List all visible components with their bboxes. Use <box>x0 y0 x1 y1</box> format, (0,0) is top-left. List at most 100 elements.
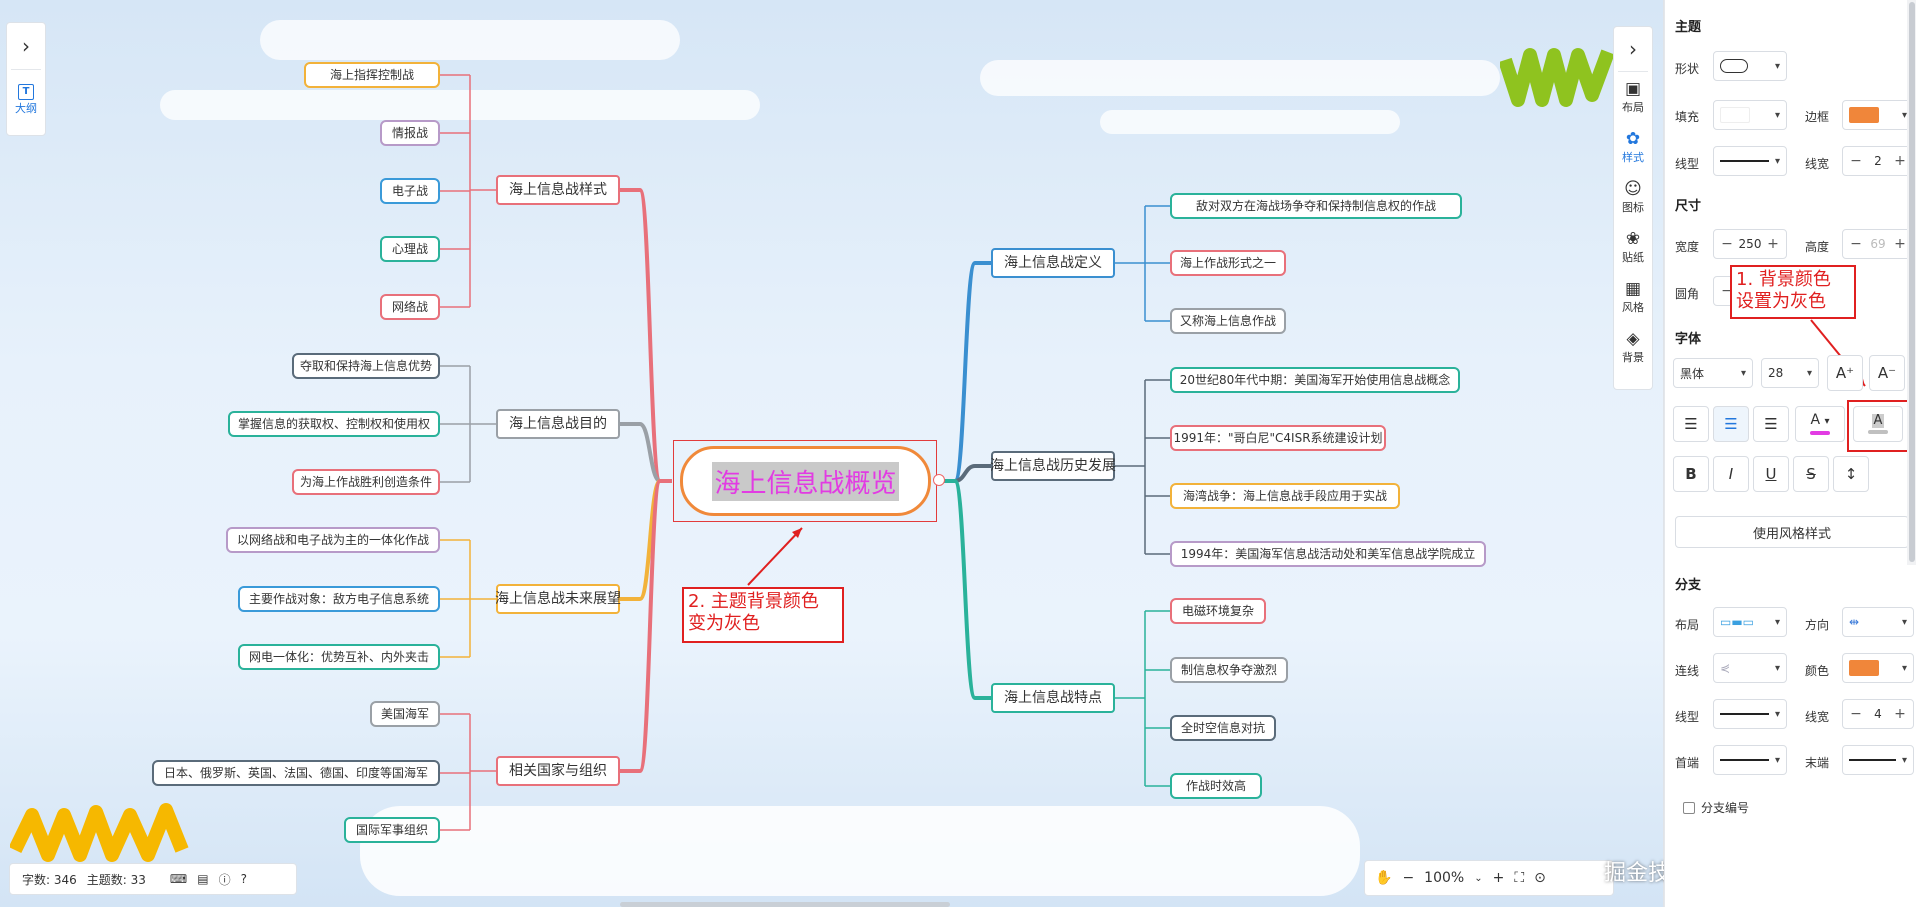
subtopic-right[interactable]: 海湾战争：海上信息战手段应用于实战 <box>1170 483 1400 509</box>
subtopic-right[interactable]: 又称海上信息作战 <box>1170 308 1286 334</box>
plus-icon[interactable]: + <box>1894 153 1906 169</box>
subtopic-left[interactable]: 夺取和保持海上信息优势 <box>292 353 440 379</box>
subtopic-right[interactable]: 敌对双方在海战场争夺和保持制信息权的作战 <box>1170 193 1462 219</box>
subtopic-right[interactable]: 全时空信息对抗 <box>1170 715 1276 741</box>
mindmap-canvas[interactable]: 海上信息战样式 海上指挥控制战情报战电子战心理战网络战海上信息战目的 夺取和保持海上… <box>0 0 1664 907</box>
branch-topic-left[interactable]: 海上信息战目的 <box>496 409 620 439</box>
sort-button[interactable]: ↕ <box>1833 456 1869 492</box>
toolbar-background[interactable]: ◈背景 <box>1614 322 1652 372</box>
subtopic-right[interactable]: 20世纪80年代中期：美国海军开始使用信息战概念 <box>1170 367 1460 393</box>
line-type-select[interactable]: ▾ <box>1713 146 1787 176</box>
subtopic-right[interactable]: 作战时效高 <box>1170 773 1262 799</box>
help-icon[interactable]: ? <box>240 872 247 886</box>
italic-button[interactable]: I <box>1713 456 1749 492</box>
branch-color-select[interactable]: ▾ <box>1842 653 1914 683</box>
align-left-button[interactable]: ☰ <box>1673 406 1709 442</box>
strikethrough-button[interactable]: S <box>1793 456 1829 492</box>
head-select[interactable]: ▾ <box>1713 745 1787 775</box>
plus-icon[interactable]: + <box>1767 236 1779 252</box>
font-grow-button[interactable]: A⁺ <box>1827 355 1863 391</box>
direction-select[interactable]: ⇹▾ <box>1842 607 1914 637</box>
align-right-button[interactable]: ☰ <box>1753 406 1789 442</box>
toolbar-style[interactable]: ✿样式 <box>1614 122 1652 172</box>
branch-layout-select[interactable]: ▭▬▭▾ <box>1713 607 1787 637</box>
subtopic-left[interactable]: 日本、俄罗斯、英国、法国、德国、印度等国海军 <box>152 760 440 786</box>
branch-topic-left[interactable]: 海上信息战样式 <box>496 175 620 205</box>
locate-icon[interactable]: ⊙ <box>1534 870 1546 886</box>
collapse-toggle[interactable] <box>933 474 945 486</box>
toolbar-theme[interactable]: ▦风格 <box>1614 272 1652 322</box>
info-icon[interactable]: ⓘ <box>218 872 231 887</box>
subtopic-left[interactable]: 情报战 <box>380 120 440 146</box>
checkbox-box[interactable] <box>1683 801 1695 814</box>
toolbar-sticker[interactable]: ❀贴纸 <box>1614 222 1652 272</box>
width-value[interactable]: 250 <box>1738 237 1762 251</box>
horizontal-scrollbar[interactable] <box>620 902 950 907</box>
font-size-select[interactable]: 28▾ <box>1761 358 1819 388</box>
subtopic-left[interactable]: 海上指挥控制战 <box>304 62 440 88</box>
branch-topic-right[interactable]: 海上信息战历史发展 <box>990 451 1116 481</box>
expand-left-button[interactable]: › <box>22 34 30 58</box>
subtopic-right[interactable]: 电磁环境复杂 <box>1170 598 1266 624</box>
toolbar-layout[interactable]: ▣布局 <box>1614 72 1652 122</box>
subtopic-left[interactable]: 国际军事组织 <box>344 817 440 843</box>
branch-topic-left[interactable]: 海上信息战未来展望 <box>495 584 621 614</box>
branch-topic-right[interactable]: 海上信息战定义 <box>991 248 1115 278</box>
border-color-select[interactable]: ▾ <box>1842 100 1914 130</box>
minus-icon[interactable]: − <box>1850 153 1862 169</box>
collapse-right-button[interactable]: › <box>1629 37 1637 61</box>
bold-button[interactable]: B <box>1673 456 1709 492</box>
outline-button[interactable]: T 大纲 <box>7 70 45 130</box>
subtopic-left[interactable]: 网络战 <box>380 294 440 320</box>
plus-icon[interactable]: + <box>1894 236 1906 252</box>
subtopic-right[interactable]: 1994年：美国海军信息战活动处和美军信息战学院成立 <box>1170 541 1486 567</box>
underline-button[interactable]: U <box>1753 456 1789 492</box>
link-style-select[interactable]: ⋞▾ <box>1713 653 1787 683</box>
align-center-button[interactable]: ☰ <box>1713 406 1749 442</box>
subtopic-left[interactable]: 美国海军 <box>370 701 440 727</box>
minus-icon[interactable]: − <box>1721 283 1733 299</box>
subtopic-right[interactable]: 海上作战形式之一 <box>1170 250 1286 276</box>
branch-topic-left[interactable]: 相关国家与组织 <box>496 756 620 786</box>
zoom-in-button[interactable]: + <box>1492 870 1505 886</box>
font-shrink-button[interactable]: A⁻ <box>1869 355 1905 391</box>
subtopic-left[interactable]: 网电一体化：优势互补、内外夹击 <box>238 644 440 670</box>
font-family-select[interactable]: 黑体▾ <box>1673 358 1753 388</box>
minus-icon[interactable]: − <box>1850 706 1862 722</box>
fit-icon[interactable]: ⛶ <box>1514 870 1525 886</box>
plus-icon[interactable]: + <box>1894 706 1906 722</box>
subtopic-left[interactable]: 电子战 <box>380 178 440 204</box>
use-theme-style-button[interactable]: 使用风格样式 <box>1675 516 1909 548</box>
subtopic-left[interactable]: 掌握信息的获取权、控制权和使用权 <box>228 411 440 437</box>
subtopic-left[interactable]: 为海上作战胜利创造条件 <box>292 469 440 495</box>
minimap-icon[interactable]: ▤ <box>197 872 209 886</box>
minus-icon[interactable]: − <box>1721 236 1733 252</box>
chevron-down-icon[interactable]: ⌄ <box>1474 872 1483 884</box>
keyboard-icon[interactable]: ⌨ <box>169 872 188 886</box>
zoom-value[interactable]: 100% <box>1424 870 1465 886</box>
panel-scrollbar[interactable] <box>1907 0 1916 565</box>
zoom-out-button[interactable]: − <box>1402 870 1415 886</box>
text-color-button[interactable]: A ▾ <box>1795 406 1845 442</box>
subtopic-left[interactable]: 以网络战和电子战为主的一体化作战 <box>226 527 440 553</box>
shape-select[interactable]: ▾ <box>1713 51 1787 81</box>
branch-numbering-checkbox[interactable]: 分支编号 <box>1683 799 1749 816</box>
subtopic-right[interactable]: 1991年："哥白尼"C4ISR系统建设计划 <box>1170 425 1386 451</box>
fill-color-select[interactable]: ▾ <box>1713 100 1787 130</box>
branch-topic-right[interactable]: 海上信息战特点 <box>991 683 1115 713</box>
root-topic[interactable]: 海上信息战概览 <box>680 446 931 516</box>
line-width-stepper[interactable]: −2 + <box>1842 146 1914 176</box>
text-background-color-button[interactable]: A <box>1853 406 1903 442</box>
width-stepper[interactable]: −250 + <box>1713 229 1787 259</box>
subtopic-left[interactable]: 主要作战对象：敌方电子信息系统 <box>238 586 440 612</box>
branch-line-width-stepper[interactable]: −4 + <box>1842 699 1914 729</box>
subtopic-left[interactable]: 心理战 <box>380 236 440 262</box>
line-width-value[interactable]: 2 <box>1874 154 1882 168</box>
branch-line-type-select[interactable]: ▾ <box>1713 699 1787 729</box>
toolbar-icon[interactable]: ☺图标 <box>1614 172 1652 222</box>
height-value[interactable]: 69 <box>1870 237 1886 251</box>
hand-icon[interactable]: ✋ <box>1375 870 1393 886</box>
minus-icon[interactable]: − <box>1850 236 1862 252</box>
height-stepper[interactable]: −69 + <box>1842 229 1914 259</box>
branch-line-width-value[interactable]: 4 <box>1874 707 1882 721</box>
